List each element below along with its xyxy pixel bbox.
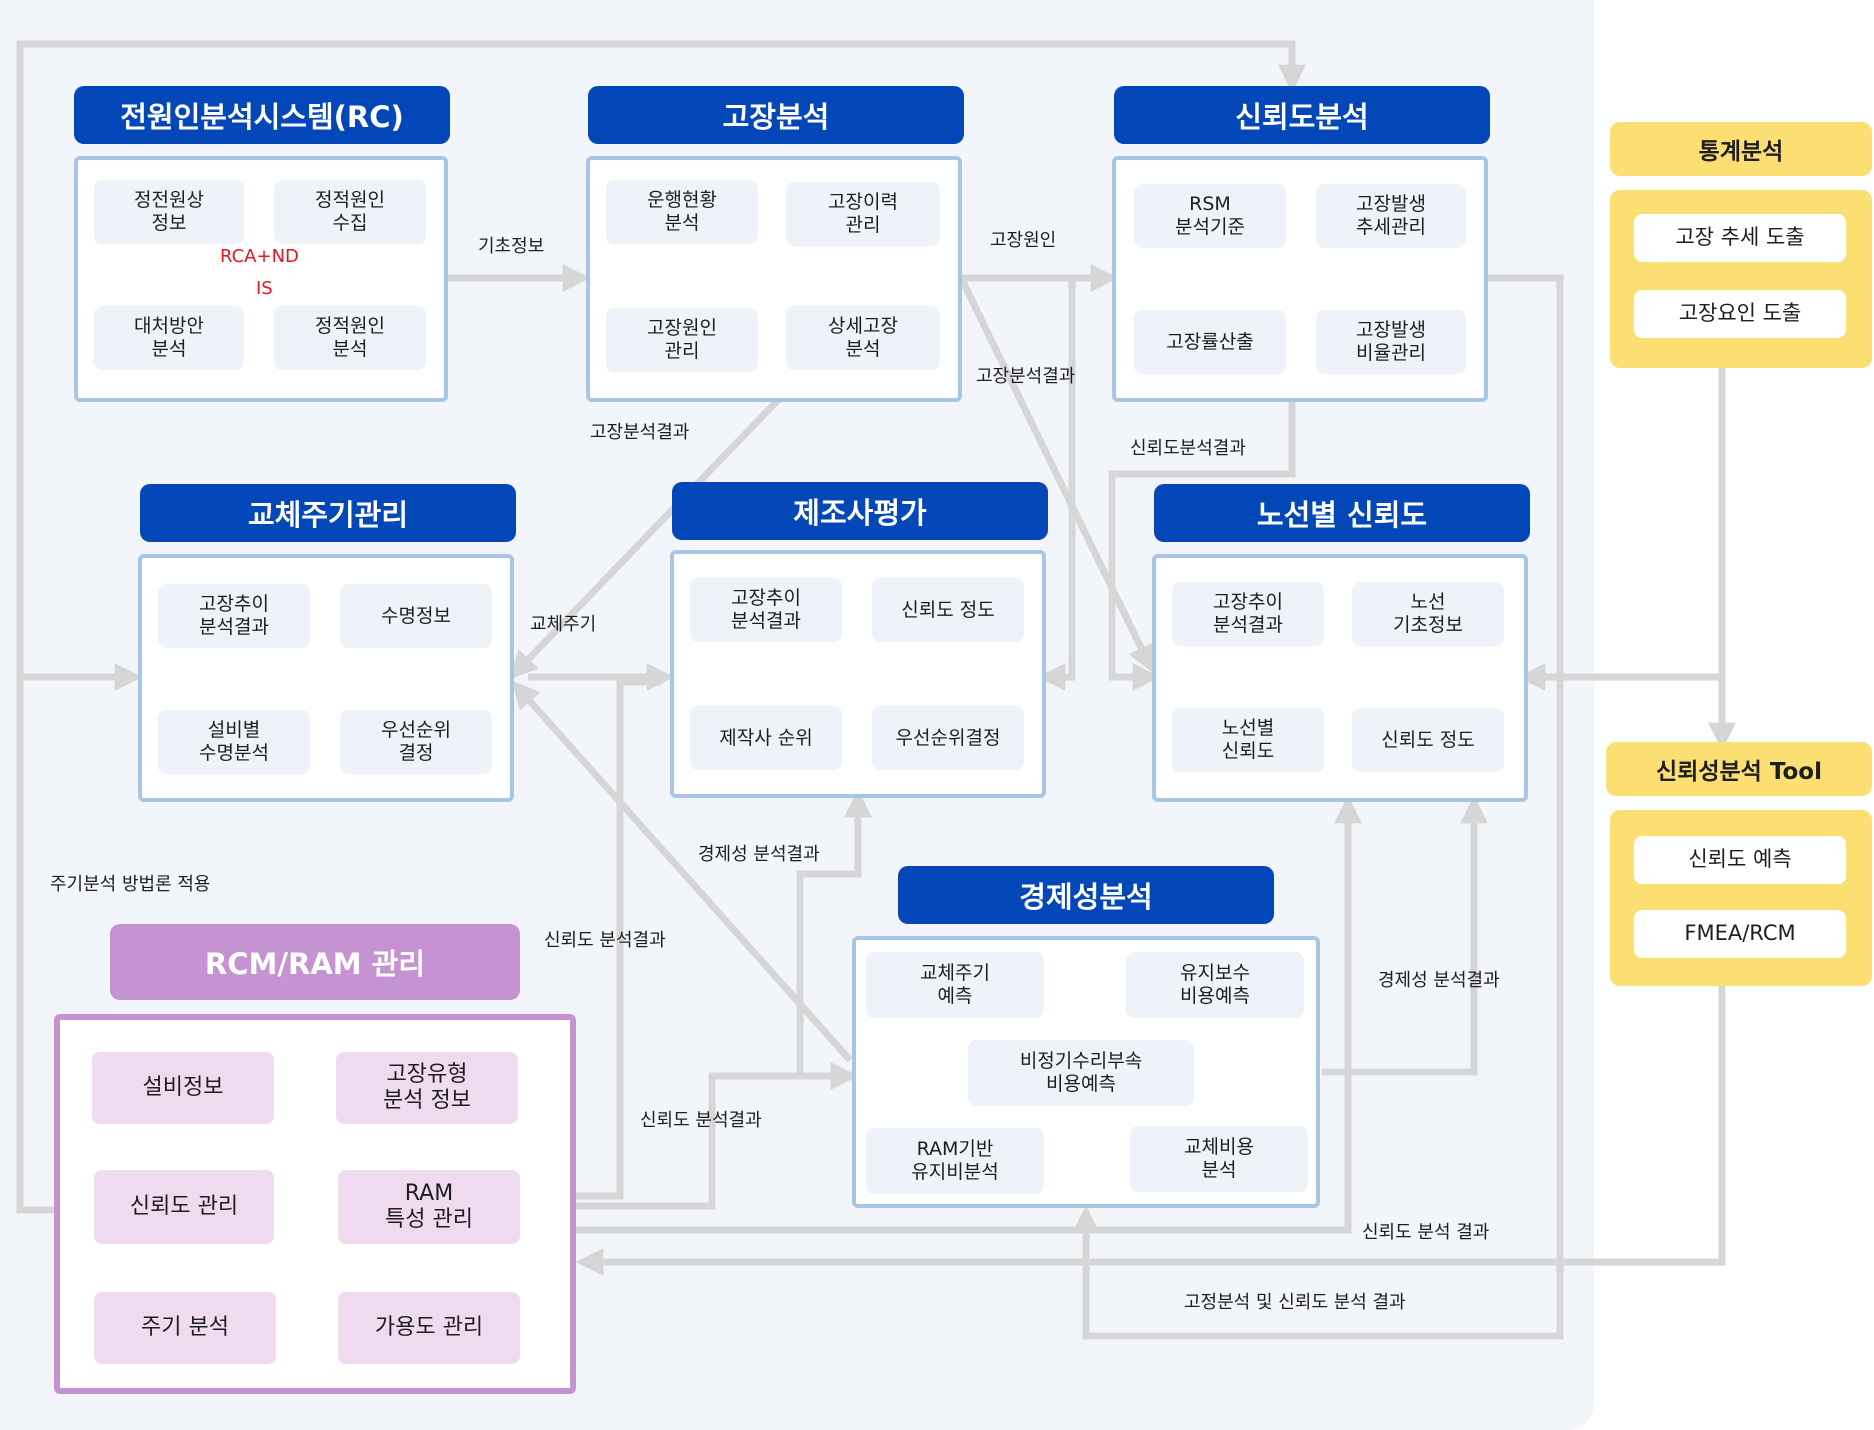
route-node-trend: 고장추이 분석결과 (1172, 582, 1324, 646)
stats-item-factor: 고장요인 도출 (1634, 290, 1846, 338)
econ-to-route-line (1322, 795, 1488, 1076)
edge-label-replacement-cycle: 교체주기 (530, 614, 597, 635)
rcm-to-reliability-line (16, 40, 1306, 1214)
edge-label-combined-result: 고정분석 및 신뢰도 분석 결과 (1184, 1292, 1406, 1313)
reliability-node-ratio: 고장발생 비율관리 (1316, 310, 1466, 374)
rc-node-cause-collection: 정적원인 수집 (274, 180, 426, 244)
edge-label-econ-result-1: 경제성 분석결과 (698, 844, 820, 865)
rcm-node-ram: RAM 특성 관리 (338, 1170, 520, 1244)
edge-label-reliability-result: 신뢰도분석결과 (1130, 438, 1246, 459)
rc-note-rca: RCA+ND (220, 246, 299, 267)
stats-section-title: 통계분석 (1610, 122, 1872, 176)
edge-label-econ-result-2: 경제성 분석결과 (1378, 970, 1500, 991)
reliability-result-line (1108, 398, 1296, 691)
failure-result-route-line (958, 278, 1154, 674)
rcm-section-title: RCM/RAM 관리 (110, 924, 520, 1000)
replacement-node-priority: 우선순위 결정 (340, 710, 492, 774)
edge-label-failure-cause: 고장원인 (990, 230, 1057, 251)
replacement-node-equipment: 설비별 수명분석 (158, 710, 310, 774)
rc-node-cause-analysis: 정적원인 분석 (274, 306, 426, 370)
reliability-out-line (1072, 274, 1564, 1340)
economic-node-parts-cost: 비정기수리부속 비용예측 (968, 1040, 1194, 1106)
route-node-basic-info: 노선 기초정보 (1352, 582, 1504, 646)
rc-node-power-state: 정전원상 정보 (94, 180, 244, 244)
edge-label-failure-result-1: 고장분석결과 (590, 422, 690, 443)
economic-node-maintenance-cost: 유지보수 비용예측 (1126, 952, 1304, 1018)
edge-label-rel-result-2: 신뢰도 분석결과 (640, 1110, 762, 1131)
failure-node-cause: 고장원인 관리 (606, 308, 758, 372)
reliability-node-rsm: RSM 분석기준 (1134, 184, 1286, 248)
tool-to-rcm-line (575, 986, 1726, 1276)
edge-label-rel-result-1: 신뢰도 분석결과 (544, 930, 666, 951)
edge-label-basic-info: 기초정보 (478, 236, 545, 257)
rcm-node-cycle: 주기 분석 (94, 1292, 276, 1364)
rcm-to-econ-line (576, 1062, 859, 1210)
rc-section-title: 전원인분석시스템(RC) (74, 86, 450, 144)
reliability-section-title: 신뢰도분석 (1114, 86, 1490, 144)
manufacturer-section-title: 제조사평가 (672, 482, 1048, 540)
failure-node-operation: 운행현황 분석 (606, 180, 758, 244)
failure-result-manufacturer-line (1037, 278, 1076, 691)
econ-to-manufacturer-line (796, 789, 872, 1076)
economic-node-cycle-forecast: 교체주기 예측 (866, 952, 1044, 1018)
stats-item-trend: 고장 추세 도출 (1634, 214, 1846, 262)
econ-to-replacement-line (511, 680, 853, 1063)
rc-note-is: IS (256, 278, 273, 299)
manufacturer-node-priority: 우선순위결정 (872, 706, 1024, 770)
manufacturer-node-trend: 고장추이 분석결과 (690, 578, 842, 642)
failure-result-replacement-line (509, 397, 781, 680)
failure-section-title: 고장분석 (588, 86, 964, 144)
edge-label-rel-result-3: 신뢰도 분석 결과 (1362, 1222, 1490, 1243)
reliability-node-trend: 고장발생 추세관리 (1316, 184, 1466, 248)
rcm-node-reliability: 신뢰도 관리 (94, 1170, 274, 1244)
tool-section-title: 신뢰성분석 Tool (1606, 742, 1872, 796)
rcm-rel-result-line (576, 678, 660, 1200)
replacement-section-title: 교체주기관리 (140, 484, 516, 542)
rcm-rel-route-line (576, 795, 1362, 1234)
replacement-node-trend: 고장추이 분석결과 (158, 584, 310, 648)
rc-node-countermeasure: 대처방안 분석 (94, 306, 244, 370)
route-node-reliability: 노선별 신뢰도 (1172, 708, 1324, 772)
economic-node-replacement-cost: 교체비용 분석 (1130, 1126, 1308, 1192)
edge-label-cycle-method: 주기분석 방법론 적용 (50, 874, 211, 895)
replacement-node-lifespan: 수명정보 (340, 584, 492, 648)
economic-section-title: 경제성분석 (898, 866, 1274, 924)
manufacturer-node-rank: 제작사 순위 (690, 706, 842, 770)
edge-label-failure-result-2: 고장분석결과 (976, 366, 1076, 387)
failure-node-detail: 상세고장 분석 (786, 306, 940, 370)
rcm-node-equipment: 설비정보 (92, 1052, 274, 1124)
route-node-accuracy: 신뢰도 정도 (1352, 708, 1504, 772)
economic-node-ram-cost: RAM기반 유지비분석 (866, 1128, 1044, 1194)
rcm-node-failure-mode: 고장유형 분석 정보 (336, 1052, 518, 1124)
reliability-node-rate: 고장률산출 (1134, 310, 1286, 374)
failure-node-history: 고장이력 관리 (786, 182, 940, 246)
tool-item-prediction: 신뢰도 예측 (1634, 836, 1846, 884)
manufacturer-node-reliability: 신뢰도 정도 (872, 578, 1024, 642)
rcm-node-availability: 가용도 관리 (338, 1292, 520, 1364)
route-section-title: 노선별 신뢰도 (1154, 484, 1530, 542)
tool-item-fmea: FMEA/RCM (1634, 910, 1846, 958)
